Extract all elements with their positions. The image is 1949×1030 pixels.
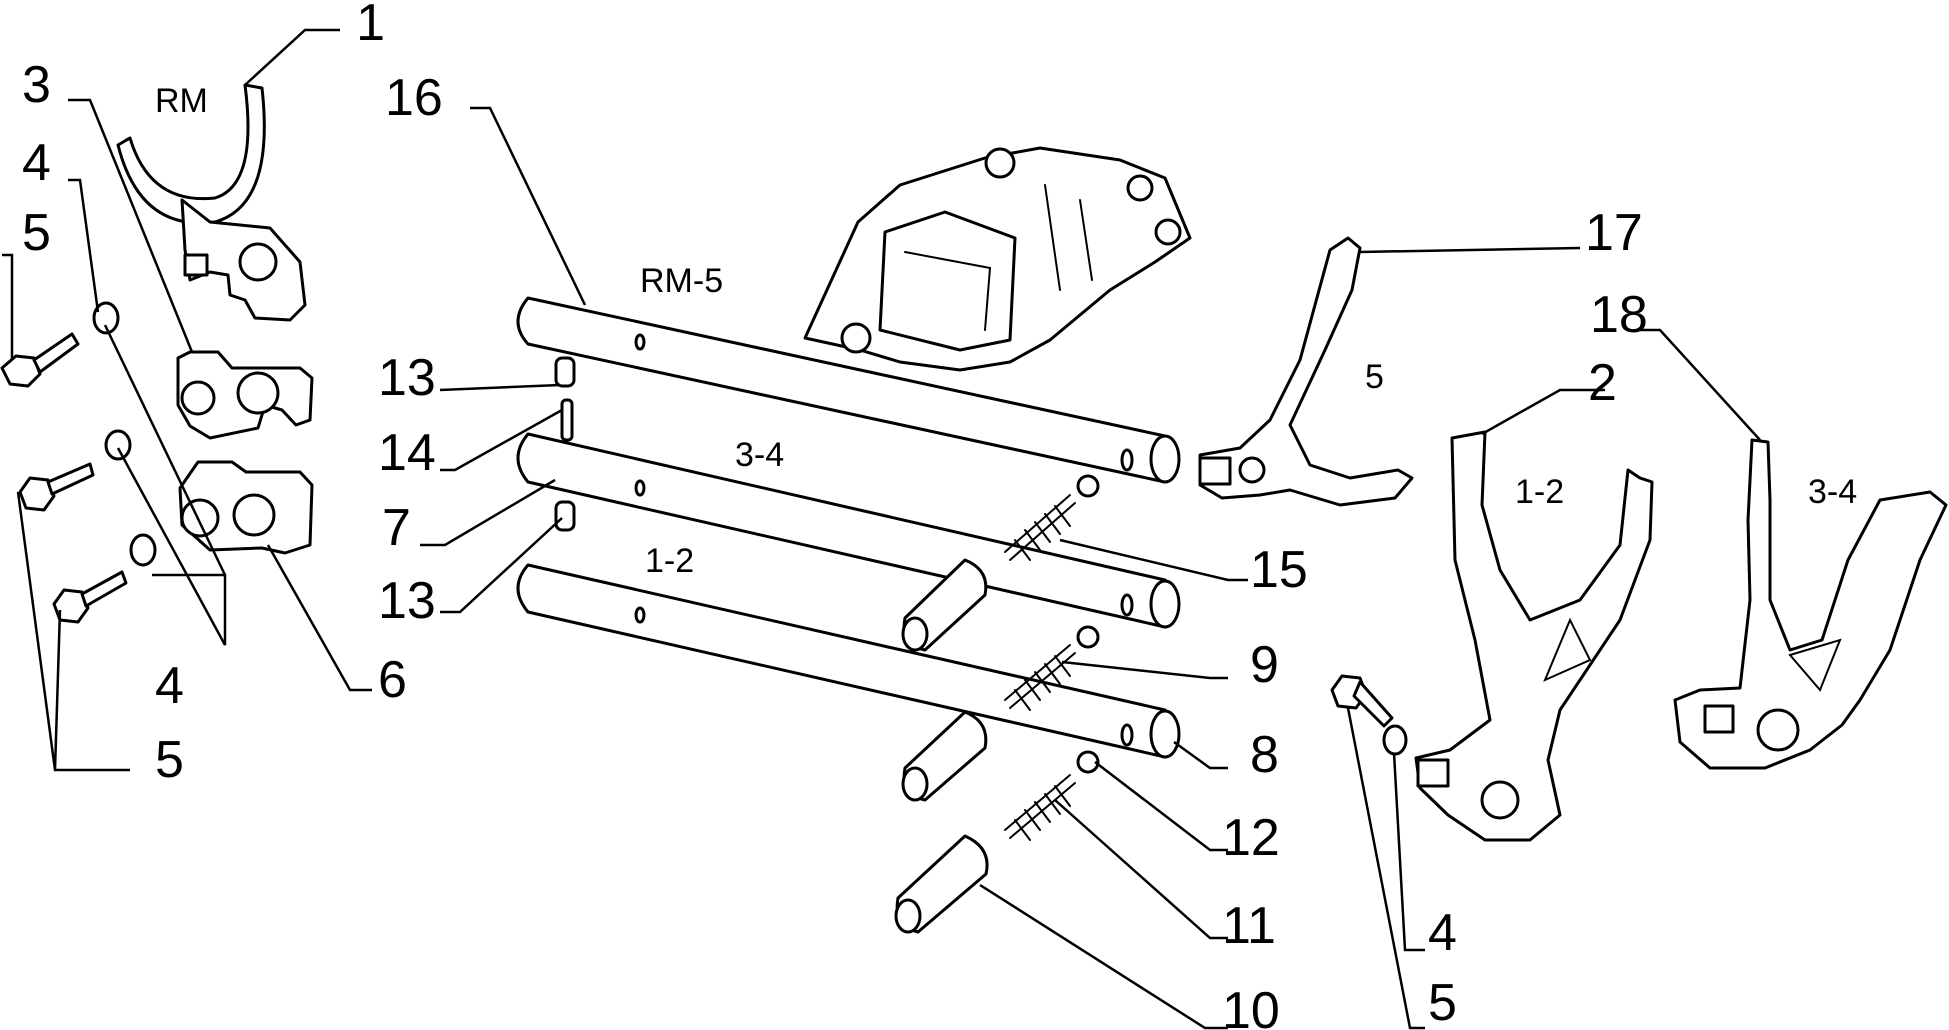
callout-13-top: 13: [378, 349, 436, 407]
callout-numbers: 1 3 4 5 4 5 6 16 13 14 7 13 15 9 8 12 11…: [22, 0, 1648, 1030]
detent-spring-top: [1004, 494, 1076, 561]
callout-6: 6: [378, 651, 407, 709]
callout-18: 18: [1590, 286, 1648, 344]
plug-top: [901, 558, 988, 652]
plug-lower: [894, 834, 989, 934]
callout-4-top: 4: [22, 134, 51, 192]
callout-7: 7: [382, 499, 411, 557]
tag-rod-3-4: 3-4: [735, 436, 784, 474]
callout-2: 2: [1588, 354, 1617, 412]
tag-rod-1-2: 1-2: [645, 542, 694, 580]
detent-ball-middle: [1076, 625, 1100, 649]
callout-4-left: 4: [155, 657, 184, 715]
callout-11: 11: [1222, 897, 1276, 955]
shift-rod-3-4: [516, 432, 1181, 629]
detent-spring-lower: [1004, 774, 1076, 841]
tag-fork-3-4: 3-4: [1808, 473, 1857, 511]
tag-fork-1-2: 1-2: [1515, 473, 1564, 511]
screw-upper: [0, 332, 80, 388]
tag-rm-5: RM-5: [640, 262, 723, 300]
screw-right: [1330, 674, 1394, 728]
washer-right: [1382, 724, 1408, 756]
callout-15: 15: [1250, 541, 1308, 599]
callout-5-left: 5: [155, 731, 184, 789]
screw-middle: [18, 462, 95, 512]
leader-lines: [2, 28, 1761, 1030]
callout-3: 3: [22, 56, 51, 114]
detent-ball-lower: [1076, 750, 1100, 774]
callout-17: 17: [1585, 204, 1643, 262]
washer-lower: [129, 533, 157, 567]
third-fourth-fork: [1673, 438, 1948, 770]
washer-middle: [104, 429, 132, 461]
plug-middle: [901, 710, 988, 802]
detent-spring-middle: [1004, 644, 1076, 711]
callout-5-top: 5: [22, 204, 51, 262]
shift-rod-1-2: [516, 563, 1181, 759]
detent-ball-top: [1076, 474, 1100, 498]
tag-rm: RM: [155, 82, 208, 120]
interlock-pin-lower: [554, 500, 576, 532]
reverse-fork: [116, 83, 307, 322]
callout-5-right: 5: [1428, 974, 1457, 1030]
shift-rod-rm-5: [516, 296, 1181, 484]
fifth-gear-fork: [1198, 236, 1414, 507]
interlock-pin-upper: [554, 356, 576, 388]
callout-4-right: 4: [1428, 904, 1457, 962]
selector-block-lower: [178, 460, 314, 555]
callout-16: 16: [385, 69, 443, 127]
callout-13-bottom: 13: [378, 572, 436, 630]
selector-housing: [803, 146, 1192, 372]
callout-14: 14: [378, 424, 436, 482]
callout-12: 12: [1222, 809, 1280, 867]
screw-lower: [52, 570, 128, 624]
callout-1: 1: [356, 0, 385, 52]
callout-10: 10: [1222, 982, 1280, 1030]
callout-8: 8: [1250, 726, 1279, 784]
washer-upper: [92, 301, 120, 335]
callout-9: 9: [1250, 636, 1279, 694]
first-second-fork: [1414, 430, 1654, 842]
tag-fork-5: 5: [1365, 358, 1384, 396]
interlock-pin-small: [560, 398, 574, 442]
gear-range-tags: RM RM-5 3-4 1-2 5 1-2 3-4: [155, 82, 1857, 580]
selector-block-upper: [176, 350, 314, 440]
